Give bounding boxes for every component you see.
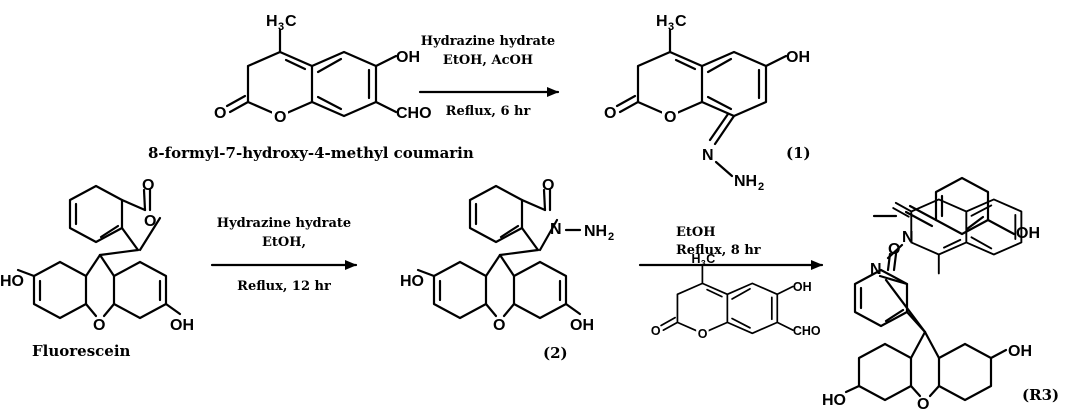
starting-material-label-1: 8-formyl-7-hydroxy-4-methyl coumarin xyxy=(148,144,474,162)
svg-text:H: H xyxy=(656,13,668,30)
conditions-2-line2: EtOH, xyxy=(262,235,306,250)
svg-text:N: N xyxy=(870,261,882,278)
svg-text:2: 2 xyxy=(758,181,764,193)
svg-text:HO: HO xyxy=(822,392,846,409)
svg-text:OH: OH xyxy=(570,317,594,334)
svg-text:OH: OH xyxy=(1016,225,1040,242)
product-label-1: (1) xyxy=(786,144,811,162)
svg-text:N: N xyxy=(550,221,562,238)
svg-text:C: C xyxy=(675,13,687,30)
conditions-3-line2: Reflux, 8 hr xyxy=(676,243,761,258)
svg-text:O: O xyxy=(214,105,226,122)
svg-text:O: O xyxy=(651,324,661,338)
svg-text:NH: NH xyxy=(734,173,757,190)
svg-text:O: O xyxy=(604,105,616,122)
final-product-r3: OH N N O O OH HO xyxy=(822,176,1040,409)
svg-text:O: O xyxy=(144,213,156,230)
svg-text:O: O xyxy=(142,177,154,194)
svg-text:O: O xyxy=(93,317,105,334)
svg-text:O: O xyxy=(493,317,505,334)
svg-text:OH: OH xyxy=(1008,343,1032,360)
conditions-2-line1: Hydrazine hydrate xyxy=(217,216,351,231)
conditions-2-line3: Reflux, 12 hr xyxy=(237,279,331,294)
svg-text:3: 3 xyxy=(278,21,284,33)
svg-text:O: O xyxy=(888,241,900,258)
fluorescein-structure: O O O HO OH xyxy=(0,177,194,334)
svg-text:OH: OH xyxy=(396,49,420,66)
svg-text:CHO: CHO xyxy=(793,324,821,338)
svg-text:O: O xyxy=(542,177,554,194)
svg-text:O: O xyxy=(664,109,676,126)
conditions-1-line1: Hydrazine hydrate xyxy=(421,34,555,49)
svg-text:3: 3 xyxy=(701,258,706,268)
svg-text:O: O xyxy=(698,327,708,341)
svg-text:O: O xyxy=(274,109,286,126)
conditions-3-line1: EtOH xyxy=(676,225,716,240)
product-label-2: (2) xyxy=(543,344,568,362)
svg-text:C: C xyxy=(706,252,715,266)
svg-text:H: H xyxy=(266,13,278,30)
svg-text:3: 3 xyxy=(668,21,674,33)
svg-text:N: N xyxy=(702,147,714,164)
svg-text:N: N xyxy=(902,229,914,246)
svg-text:HO: HO xyxy=(400,273,424,290)
svg-text:OH: OH xyxy=(170,317,194,334)
svg-text:H: H xyxy=(691,252,700,266)
conditions-1-line3: Reflux, 6 hr xyxy=(446,104,531,119)
svg-text:OH: OH xyxy=(793,280,812,294)
conditions-1-line2: EtOH, AcOH xyxy=(443,53,533,68)
svg-text:OH: OH xyxy=(786,49,810,66)
svg-text:NH: NH xyxy=(584,223,607,240)
svg-text:O: O xyxy=(917,396,929,409)
product-label-r3: (R3) xyxy=(1022,386,1059,404)
starting-material-label-2: Fluorescein xyxy=(32,342,131,360)
svg-text:HO: HO xyxy=(0,273,24,290)
svg-text:2: 2 xyxy=(608,231,614,243)
svg-text:C: C xyxy=(285,13,297,30)
svg-text:CHO: CHO xyxy=(396,105,432,122)
